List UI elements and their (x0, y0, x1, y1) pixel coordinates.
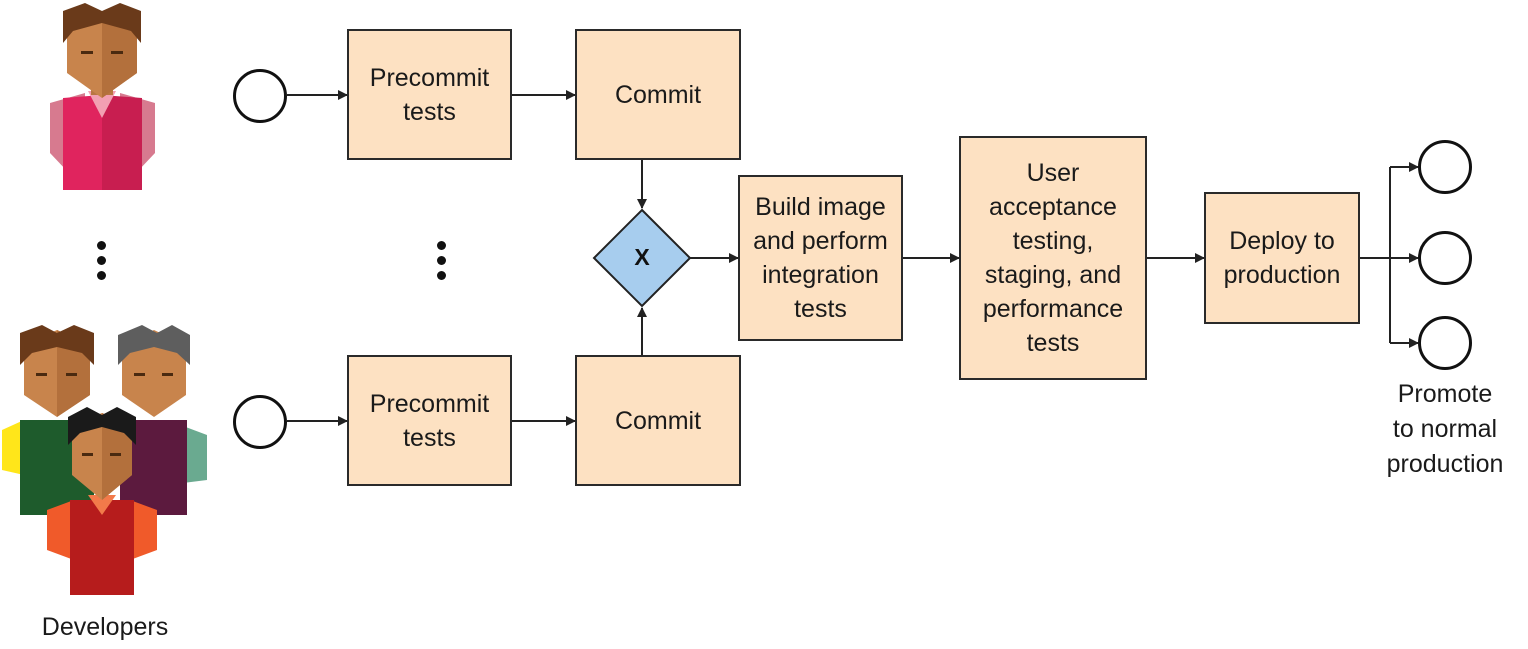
precommit-tests-box-top: Precommit tests (347, 29, 512, 160)
start-event-icon (233, 395, 287, 449)
exclusive-gateway-icon (592, 208, 692, 308)
build-integration-box: Build image and perform integration test… (738, 175, 903, 341)
end-event-icon (1418, 140, 1472, 194)
developers-label: Developers (41, 613, 169, 641)
ellipsis-vertical-icon (97, 241, 107, 286)
precommit-tests-box-bottom: Precommit tests (347, 355, 512, 486)
deploy-to-production-box: Deploy to production (1204, 192, 1360, 324)
ellipsis-vertical-icon (437, 241, 447, 286)
end-event-icon (1418, 231, 1472, 285)
end-event-icon (1418, 316, 1472, 370)
promote-label: Promote to normal production (1386, 380, 1504, 478)
commit-box-top: Commit (575, 29, 741, 160)
uat-staging-performance-box: User acceptance testing, staging, and pe… (959, 136, 1147, 380)
gateway-label: X (634, 244, 650, 270)
start-event-icon (233, 69, 287, 123)
developer-avatar-icon (50, 3, 155, 190)
developer-avatar-icon (2, 325, 207, 595)
commit-box-bottom: Commit (575, 355, 741, 486)
